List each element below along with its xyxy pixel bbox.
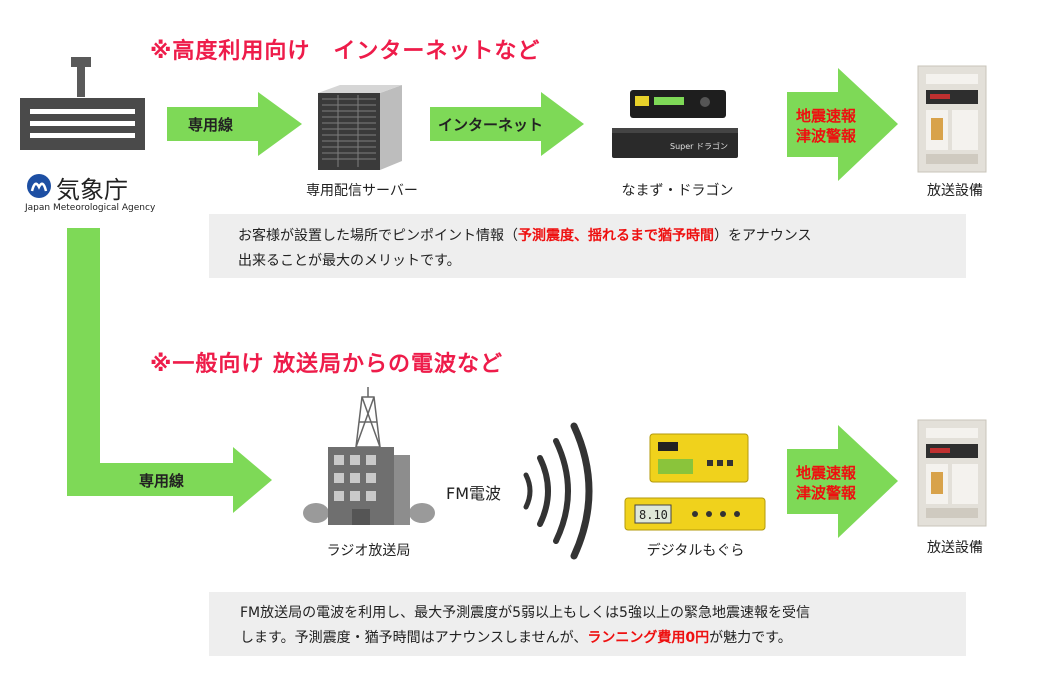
- facility-caption-2: 放送設備: [927, 540, 983, 556]
- alert-label-2: 地震速報 津波警報: [796, 463, 856, 503]
- arrow3-label: 専用線: [139, 472, 185, 490]
- note1-part1: お客様が設置した場所でピンポイント情報（: [238, 228, 518, 244]
- arrow-device-to-facility-1: [787, 68, 898, 181]
- server-caption: 専用配信サーバー: [306, 183, 418, 199]
- agency-name-jp: 気象庁: [56, 176, 128, 204]
- station-caption: ラジオ放送局: [326, 543, 411, 559]
- alert-label-1: 地震速報 津波警報: [796, 106, 856, 146]
- note2-part2: が魅力です。: [709, 630, 792, 646]
- arrow2-label: インターネット: [438, 116, 544, 134]
- note1-part2: ）をアナウンス: [714, 228, 812, 244]
- digital-mogura-device-icon: 8.10: [624, 432, 770, 536]
- arrow-agency-down: [67, 228, 272, 513]
- mogura-caption: デジタルもぐら: [646, 543, 745, 559]
- alert1-line1: 地震速報: [796, 107, 857, 125]
- radio-station-icon: [300, 385, 440, 534]
- section1-note-line2: 出来ることが最大のメリットです。: [238, 253, 461, 269]
- section1-heading: ※高度利用向け インターネットなど: [150, 39, 541, 64]
- section2-note: FM放送局の電波を利用し、最大予測震度が5弱以上もしくは5強以上の緊急地震速報を…: [209, 592, 966, 656]
- namazu-dragon-device-icon: Super ドラゴン: [610, 90, 740, 166]
- alert2-line1: 地震速報: [796, 464, 857, 482]
- broadcast-facility-icon-2: [917, 419, 988, 532]
- device-caption: なまず・ドラゴン: [621, 183, 734, 199]
- facility-caption-1: 放送設備: [927, 183, 983, 199]
- agency-logo: [26, 173, 52, 203]
- arrow-device-to-facility-2: [787, 425, 898, 538]
- section1-note-line1: お客様が設置した場所でピンポイント情報（予測震度、揺れるまで猶予時間）をアナウン…: [209, 214, 966, 249]
- note2-highlight: ランニング費用0円: [587, 630, 710, 646]
- arrow-agency-to-server: [167, 92, 302, 156]
- note1-highlight: 予測震度、揺れるまで猶予時間: [518, 228, 714, 244]
- broadcast-facility-icon: [917, 65, 988, 178]
- wave-label: FM電波: [446, 484, 502, 503]
- alert1-line2: 津波警報: [796, 127, 857, 145]
- arrow1-label: 専用線: [188, 116, 234, 134]
- radio-wave-icon: [520, 420, 610, 564]
- note2-part1: します。予測震度・猶予時間はアナウンスしませんが、: [240, 630, 588, 646]
- device-brand: Super ドラゴン: [670, 141, 728, 151]
- agency-name-en: Japan Meteorological Agency: [25, 203, 156, 213]
- agency-emblem-icon: [27, 174, 51, 198]
- section1-note: お客様が設置した場所でピンポイント情報（予測震度、揺れるまで猶予時間）をアナウン…: [209, 214, 966, 278]
- device-display: 8.10: [639, 508, 668, 522]
- agency-building-icon: [20, 55, 145, 154]
- arrow-server-to-device: [430, 92, 584, 156]
- section2-note-line1: FM放送局の電波を利用し、最大予測震度が5弱以上もしくは5強以上の緊急地震速報を…: [240, 605, 810, 621]
- alert2-line2: 津波警報: [796, 484, 857, 502]
- section2-note-line2: します。予測震度・猶予時間はアナウンスしませんが、ランニング費用0円が魅力です。: [209, 626, 966, 651]
- server-rack-icon: [318, 85, 403, 174]
- section2-heading: ※一般向け 放送局からの電波など: [150, 352, 504, 377]
